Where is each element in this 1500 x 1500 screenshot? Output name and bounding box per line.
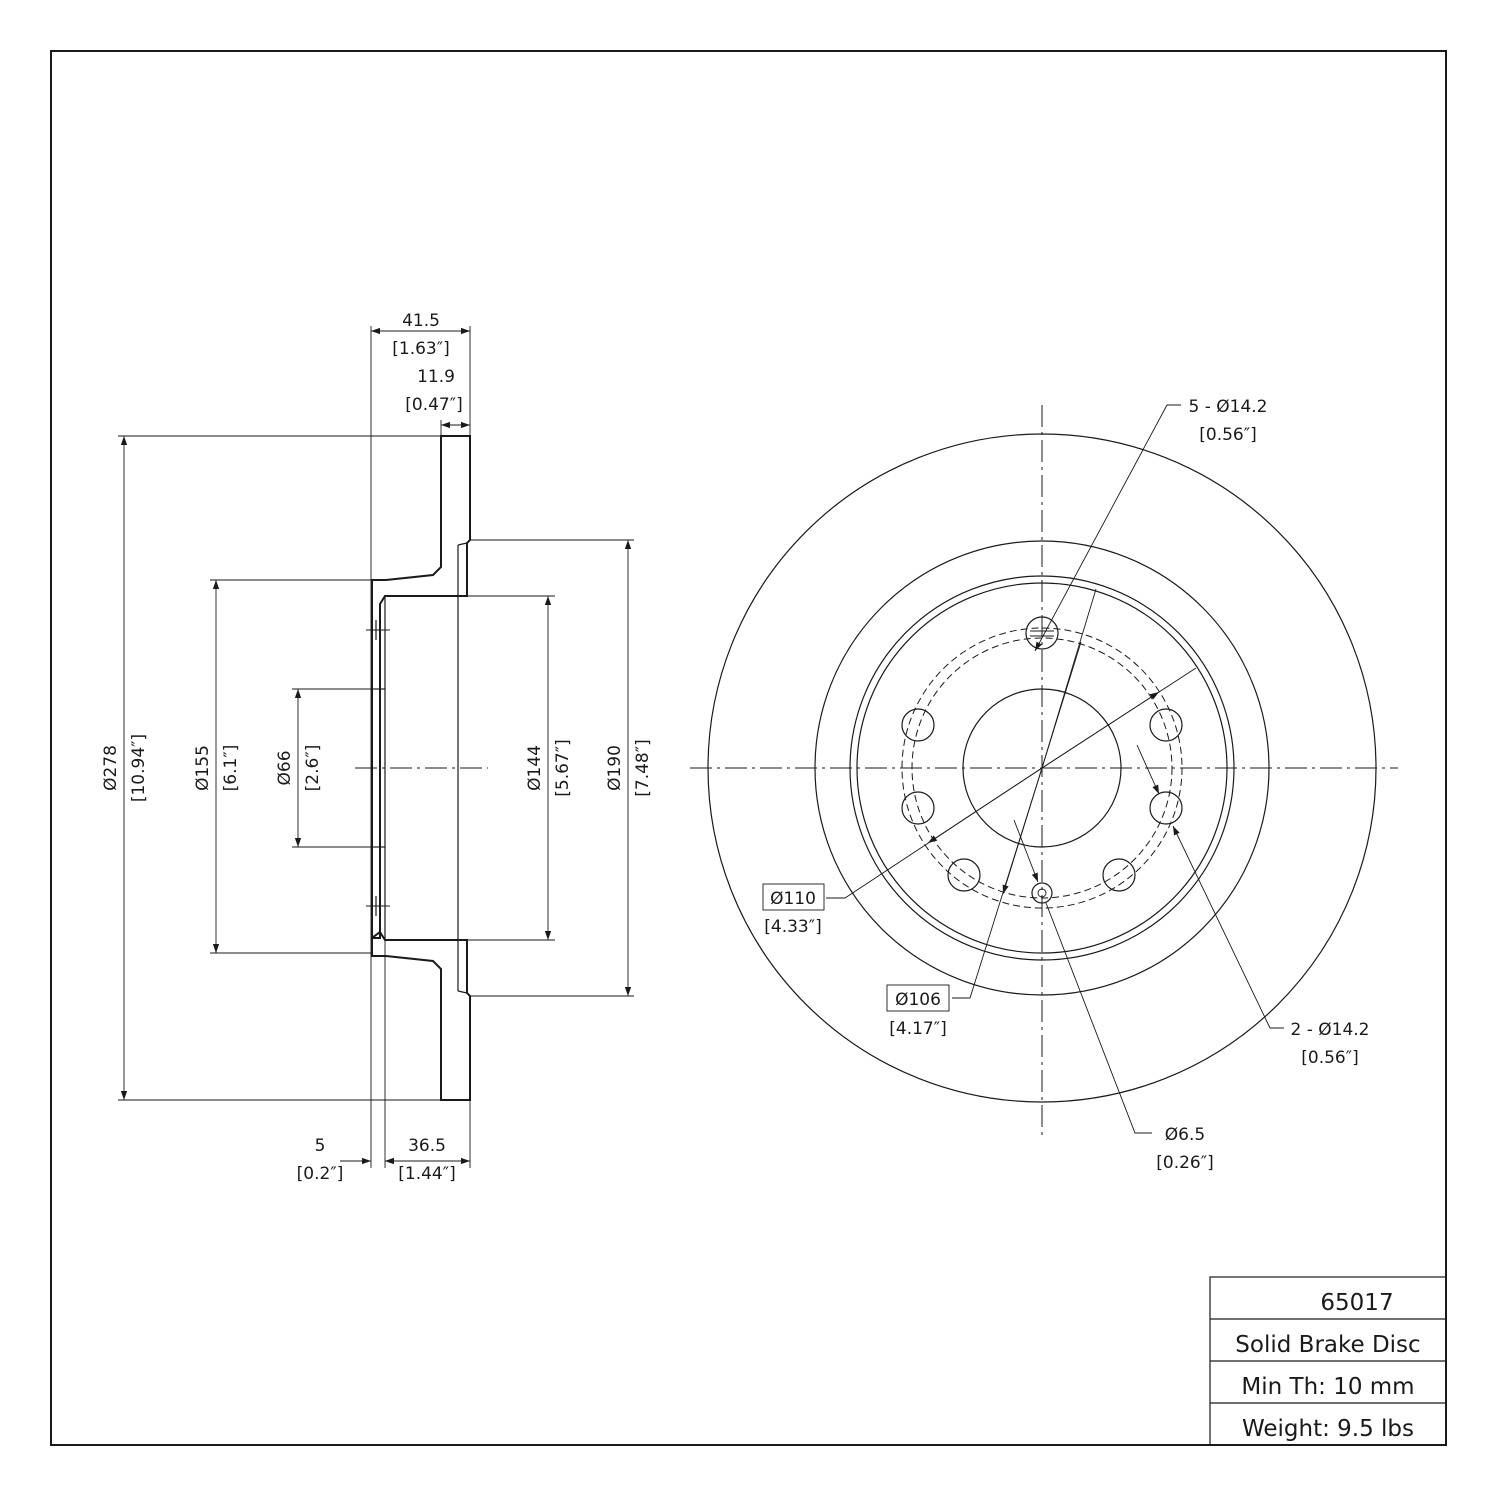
hat-depth-mm: 36.5 <box>408 1136 446 1156</box>
bolt-hole <box>1149 708 1183 742</box>
bolt-hole <box>1149 791 1183 825</box>
bolt-holes-in: [0.56″] <box>1199 425 1256 445</box>
hat-inner-edge <box>856 582 1228 954</box>
face-view: 5 - Ø14.2 [0.56″] 2 - Ø14.2 [0.56″] Ø110… <box>690 397 1398 1173</box>
friction-inner-mm: Ø190 <box>605 745 625 791</box>
center-bore <box>962 688 1122 848</box>
leader-locating-hole <box>1045 902 1152 1134</box>
outer-diameter-in: [10.94″] <box>129 734 149 802</box>
hat-depth-in: [1.44″] <box>398 1164 455 1184</box>
weight: Weight: 9.5 lbs <box>1242 1416 1414 1442</box>
hat-diameter-mm: Ø155 <box>193 745 213 791</box>
rotor-section-upper <box>371 435 471 939</box>
bolt-hole <box>947 858 981 892</box>
overall-height-in: [1.63″] <box>392 339 449 359</box>
leader-bolt-circle-b <box>952 767 1043 999</box>
alt-holes-mm: 2 - Ø14.2 <box>1291 1020 1370 1040</box>
bolt-circle-a-mm: Ø110 <box>770 889 816 909</box>
bolt-hole <box>901 791 935 825</box>
part-description: Solid Brake Disc <box>1235 1332 1420 1358</box>
disc-thickness-mm: 11.9 <box>417 367 455 387</box>
bolt-hole <box>901 708 935 742</box>
friction-inner-edge <box>814 540 1270 996</box>
leader-alt-holes <box>1172 825 1284 1029</box>
overall-height-mm: 41.5 <box>402 311 440 331</box>
bolt-circle-b-in: [4.17″] <box>889 1019 946 1039</box>
bolt-holes-mm: 5 - Ø14.2 <box>1189 397 1268 417</box>
bolt-circle-b-mm: Ø106 <box>895 990 941 1010</box>
min-thickness: Min Th: 10 mm <box>1241 1374 1414 1400</box>
part-number: 65017 <box>1320 1290 1393 1316</box>
bolt-circle-a-in: [4.33″] <box>764 917 821 937</box>
hub-offset-mm: 5 <box>315 1136 326 1156</box>
center-bore-mm: Ø66 <box>275 750 295 785</box>
disc-thickness-in: [0.47″] <box>405 395 462 415</box>
friction-inner-in: [7.48″] <box>633 739 653 796</box>
hub-offset-in: [0.2″] <box>297 1164 344 1184</box>
inner-hat-mm: Ø144 <box>525 745 545 791</box>
bolt-circle-a-box <box>762 883 825 911</box>
outer-diameter-mm: Ø278 <box>101 745 121 791</box>
side-section-view: 41.5 [1.63″] 11.9 [0.47″] Ø278 [10.94″] … <box>101 311 653 1184</box>
rotor-outer-edge <box>707 433 1377 1103</box>
bolt-circle-hidden-b <box>901 627 1183 909</box>
locating-hole-mm: Ø6.5 <box>1165 1125 1205 1145</box>
drawing-border <box>50 50 1447 1446</box>
hat-diameter-in: [6.1″] <box>221 745 241 792</box>
locating-hole <box>1031 882 1053 904</box>
inner-hat-in: [5.67″] <box>553 739 573 796</box>
center-bore-in: [2.6″] <box>303 745 323 792</box>
bolt-circle-hidden-a <box>911 637 1173 899</box>
bolt-hole <box>1102 858 1136 892</box>
alt-holes-in: [0.56″] <box>1301 1048 1358 1068</box>
rotor-section-lower <box>371 930 471 1101</box>
leader-bolt-holes <box>1034 404 1181 652</box>
locating-hole-in: [0.26″] <box>1156 1153 1213 1173</box>
bolt-circle-b-box <box>886 984 950 1012</box>
hat-outer-edge <box>849 575 1235 961</box>
title-block: 65017 Solid Brake Disc Min Th: 10 mm Wei… <box>1209 1276 1447 1446</box>
